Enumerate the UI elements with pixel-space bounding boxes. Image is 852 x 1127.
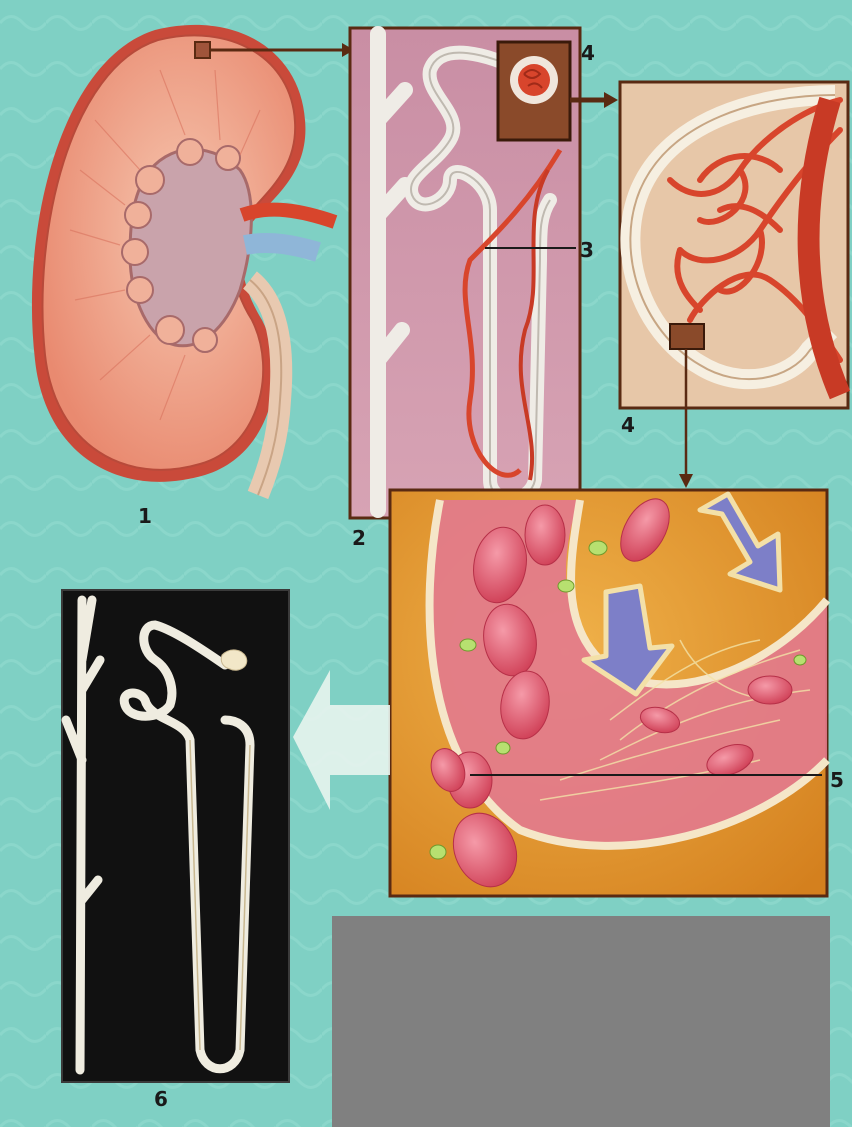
nephron-xray-panel <box>62 590 289 1082</box>
label-5: 5 <box>830 768 844 792</box>
label-2: 2 <box>352 526 366 550</box>
label-4-top: 4 <box>581 41 595 65</box>
glomerulus-panel <box>620 82 848 408</box>
nephron-panel <box>350 28 580 518</box>
label-1: 1 <box>138 504 152 528</box>
label-3: 3 <box>580 238 594 262</box>
filtration-panel <box>390 490 827 897</box>
redacted-block <box>332 916 830 1127</box>
label-6: 6 <box>154 1087 168 1111</box>
label-4-panel: 4 <box>621 413 635 437</box>
